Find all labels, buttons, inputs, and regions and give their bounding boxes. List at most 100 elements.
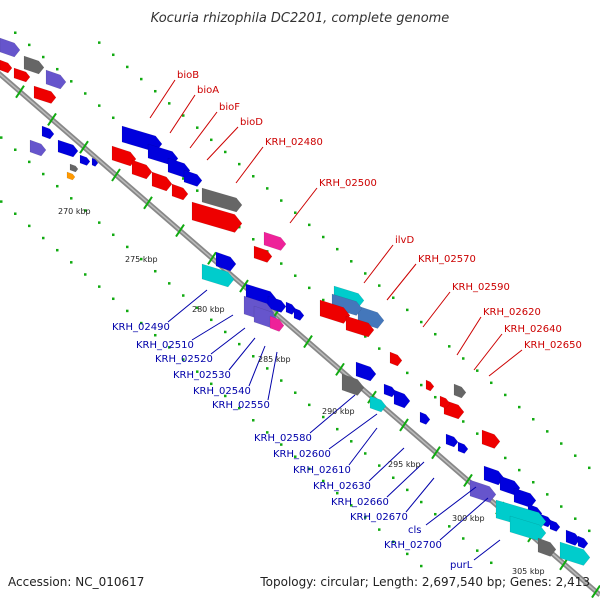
tick-dot [84,92,87,95]
tick-dot [210,138,213,142]
label-leader-line [235,146,264,184]
tick-dot [84,273,87,276]
tick-dot [378,528,381,531]
gene-blue-small-b [57,139,79,158]
tick-dot [28,43,31,47]
tick-dot [476,369,479,372]
tick-dot [238,342,241,346]
gene-slate-b [45,69,67,90]
tick-dot [182,114,185,117]
tick-dot [378,464,381,467]
tick-dot [336,491,339,495]
tick-dot [336,427,339,431]
kbp-tick [239,279,249,293]
tick-dot [140,321,143,325]
tick-dot [364,272,367,275]
tick-dot [588,466,591,470]
gene-red-e [131,159,153,180]
kbp-label: 290 kbp [322,407,355,416]
gene-blue-af [565,529,581,546]
label-leader-line [405,477,435,513]
tick-dot [560,505,563,508]
gene-blue-small-a [41,125,55,140]
gene-label-KRH_02500: KRH_02500 [319,178,377,189]
label-leader-line [425,486,477,526]
gene-blue-ac [549,519,561,532]
gene-KRH_02700 [495,499,547,531]
gene-red-g [171,183,189,201]
gene-blue-u [445,433,459,448]
tick-dot [140,77,143,81]
kbp-tick [303,335,313,349]
label-leader-line [149,79,176,119]
tick-dot [238,406,241,410]
tick-dot [168,102,171,105]
tick-dot [350,260,353,263]
kbp-tick [79,140,89,154]
tick-dot [56,248,59,252]
tick-dot [210,318,213,322]
gene-blue-v [457,441,469,454]
gene-label-KRH_02620: KRH_02620 [483,307,541,318]
tick-dot [294,455,297,458]
tick-dot [294,391,297,394]
tick-dot [266,431,269,434]
tick-dot [154,269,157,273]
kbp-tick [431,446,441,460]
tick-dot [112,297,115,301]
kbp-label: 280 kbp [192,305,225,314]
tick-dot [378,347,381,350]
gene-label-KRH_02510: KRH_02510 [136,340,194,351]
tick-dot [196,126,199,129]
gene-bioD [183,169,203,187]
tick-dot [294,211,297,214]
gene-blue-ag [577,535,589,549]
gene-label-KRH_02670: KRH_02670 [350,512,408,523]
tick-dot [56,67,59,71]
label-leader-line [289,187,318,224]
kbp-label: 295 kbp [388,460,421,469]
label-leader-line [191,314,234,341]
gene-label-KRH_02660: KRH_02660 [331,497,389,508]
gene-slate-a [0,37,21,58]
gene-label-bioF: bioF [219,102,240,113]
gene-KRH_02550 [269,315,285,332]
gene-blue-j [215,251,237,272]
tick-dot [98,41,101,44]
gene-blue-small-c [79,154,91,166]
gene-cls [469,479,497,503]
kbp-label: 285 kbp [258,355,291,364]
tick-dot [28,160,31,164]
gene-label-KRH_02520: KRH_02520 [155,354,213,365]
tick-dot [252,175,255,178]
tick-dot [126,65,129,69]
kbp-tick [15,85,25,99]
tick-dot [140,257,143,261]
tick-dot [224,330,227,334]
kbp-tick [47,112,57,127]
gene-blue-small-d [91,157,99,167]
tick-dot [112,53,115,57]
gene-gray-a [23,55,45,75]
tick-dot [532,480,535,484]
tick-dot [266,367,269,370]
tick-dot [420,500,423,504]
kbp-tick [591,584,600,599]
gene-red-p [439,395,451,409]
gene-blue-tri-b [293,307,305,321]
label-leader-line [167,289,208,323]
tick-dot [196,370,199,373]
tick-dot [280,262,283,265]
gene-cyan-ad [509,515,547,542]
tick-dot [70,80,73,83]
map-title: Kocuria rhizophila DC2201, complete geno… [151,11,450,26]
label-leader-line [189,111,218,149]
tick-dot [350,504,353,507]
tick-dot [392,476,395,480]
tick-dot [14,31,17,34]
topology-text: Topology: circular; Length: 2,697,540 bp… [259,575,590,589]
label-leader-line [309,394,356,434]
label-leader-line [210,327,246,355]
tick-dot [546,493,549,496]
